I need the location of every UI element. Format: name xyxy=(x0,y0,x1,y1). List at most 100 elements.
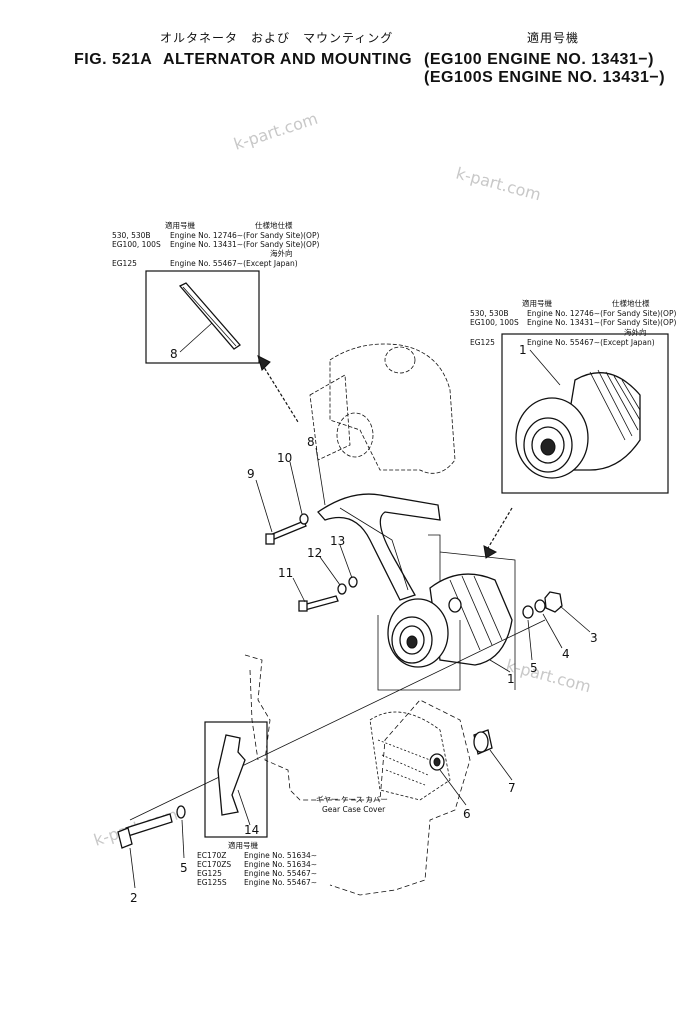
bolt-9-head xyxy=(265,533,275,545)
alternator-cooling-fins xyxy=(589,369,641,441)
alternator-main-nut xyxy=(406,635,418,649)
belt-inset-engine: Engine No. 13431∼(For Sandy Site)(OP) xyxy=(170,240,319,249)
bolt-11-head xyxy=(298,600,308,612)
jp-title: オルタネータ および マウンティング xyxy=(160,31,393,45)
nut-3 xyxy=(544,591,563,613)
arrow-head xyxy=(483,545,498,559)
callout-leader-7 xyxy=(489,749,513,781)
washer-4 xyxy=(534,599,546,613)
belt-inset-callout: 8 xyxy=(170,347,178,361)
bolt-2-head xyxy=(117,827,133,849)
alt-inset-model: EG100, 100S xyxy=(470,318,519,327)
alternator-bracket-frame xyxy=(377,615,461,691)
arrow-head xyxy=(257,355,271,371)
arrow-to-belt xyxy=(261,363,299,423)
cover-inset-model: EG125S xyxy=(197,878,227,887)
cover-inset-engine: Engine No. 51634∼ xyxy=(244,860,317,869)
bolt-9 xyxy=(269,520,307,541)
cover-inset-callout: 14 xyxy=(244,823,259,837)
callout-6: 6 xyxy=(463,807,471,821)
callout-3: 3 xyxy=(590,631,598,645)
callout-leader-11 xyxy=(292,577,306,603)
alt-inset-model: EG125 xyxy=(470,338,495,347)
callout-leader-13 xyxy=(339,544,353,579)
alt-inset-applicable-header: 適用号機 xyxy=(522,298,552,308)
gear-case-cover xyxy=(244,654,471,896)
belt-callout-leader xyxy=(179,322,213,353)
alternator-inset-frame xyxy=(501,333,669,494)
cover-plate-14 xyxy=(217,734,246,816)
adjusting-bar xyxy=(317,493,441,601)
callout-leader-3 xyxy=(559,605,591,633)
washer-5-left xyxy=(176,805,186,819)
cover-inset-engine: Engine No. 55467∼ xyxy=(244,869,317,878)
jp-applicable-label: 適用号機 xyxy=(527,30,579,45)
callout-1: 1 xyxy=(507,672,515,686)
belt-inset: 適用号機 仕様地仕様 530, 530B Engine No. 12746∼(F… xyxy=(112,220,319,364)
callout-2: 2 xyxy=(130,891,138,905)
belt-drawing xyxy=(178,282,241,350)
alt-inset-model: 530, 530B xyxy=(470,309,509,318)
stud-6-center xyxy=(433,757,441,767)
washer-5-right xyxy=(522,605,534,619)
callout-4: 4 xyxy=(562,647,570,661)
callout-leader-5-left xyxy=(181,819,185,859)
main-alternator: 1 xyxy=(387,573,515,686)
water-pump-housing xyxy=(309,343,456,474)
gear-case-label-jp: ギヤー ケース カバー xyxy=(316,795,388,804)
washer-13 xyxy=(348,576,358,588)
alt-inset-engine: Engine No. 12746∼(For Sandy Site)(OP) xyxy=(527,309,676,318)
cover-inset-model: EG125 xyxy=(197,869,222,878)
belt-inset-spec-header: 仕様地仕様 xyxy=(255,220,293,230)
callout-9: 9 xyxy=(247,467,255,481)
belt-inset-applicable-header: 適用号機 xyxy=(165,220,195,230)
washer-12 xyxy=(337,583,347,595)
callout-leader-8 xyxy=(315,447,326,506)
belt-inset-model: EG100, 100S xyxy=(112,240,161,249)
callout-11: 11 xyxy=(278,566,293,580)
callout-leader-5 xyxy=(527,619,533,661)
alternator-callout-leader xyxy=(529,349,561,386)
callout-leader-6 xyxy=(439,769,467,806)
callout-5-right: 5 xyxy=(530,661,538,675)
cover-inset-model: EC170ZS xyxy=(197,860,231,869)
through-bolt-axis xyxy=(129,619,546,821)
belt-drawing-inner xyxy=(182,286,237,347)
applicability-line-2: (EG100S ENGINE NO. 13431−) xyxy=(424,69,665,86)
cover-inset-engine: Engine No. 51634∼ xyxy=(244,851,317,860)
belt-inset-model: EG125 xyxy=(112,259,137,268)
bolt-11 xyxy=(302,595,339,611)
belt-inset-engine: 海外向 xyxy=(270,248,293,258)
callout-8: 8 xyxy=(307,435,315,449)
callout-7: 7 xyxy=(508,781,516,795)
belt-inset-engine: Engine No. 12746∼(For Sandy Site)(OP) xyxy=(170,231,319,240)
alternator-nut xyxy=(540,438,556,456)
cover-inset-frame xyxy=(204,721,268,838)
callout-leader-12 xyxy=(319,556,341,586)
callout-leader-10 xyxy=(289,461,303,515)
callout-13: 13 xyxy=(330,534,345,548)
gear-case-label-en: Gear Case Cover xyxy=(322,805,386,814)
watermark: k-part.com xyxy=(504,656,593,697)
figure-title: ALTERNATOR AND MOUNTING xyxy=(163,51,412,68)
alternator-mount-eye xyxy=(448,597,462,613)
watermark: k-part.com xyxy=(231,109,320,154)
spacer-7-face xyxy=(473,731,489,753)
callout-leader-4 xyxy=(542,613,563,649)
applicability-line-1: (EG100 ENGINE NO. 13431−) xyxy=(424,51,654,68)
alt-inset-engine: Engine No. 55467∼(Except Japan) xyxy=(527,338,655,347)
callout-10: 10 xyxy=(277,451,292,465)
belt-inset-model: 530, 530B xyxy=(112,231,151,240)
arrow-to-alternator xyxy=(487,507,513,549)
washer-10 xyxy=(299,513,309,525)
watermark: k-part.com xyxy=(454,164,543,205)
cover-inset-engine: Engine No. 55467∼ xyxy=(244,878,317,887)
alt-inset-engine: 海外向 xyxy=(624,327,647,337)
cover-inset: 14 xyxy=(204,721,268,838)
bracket-line xyxy=(439,551,516,690)
alt-inset-spec-header: 仕様地仕様 xyxy=(612,298,650,308)
alternator-inset-callout: 1 xyxy=(519,343,527,357)
callout-12: 12 xyxy=(307,546,322,560)
